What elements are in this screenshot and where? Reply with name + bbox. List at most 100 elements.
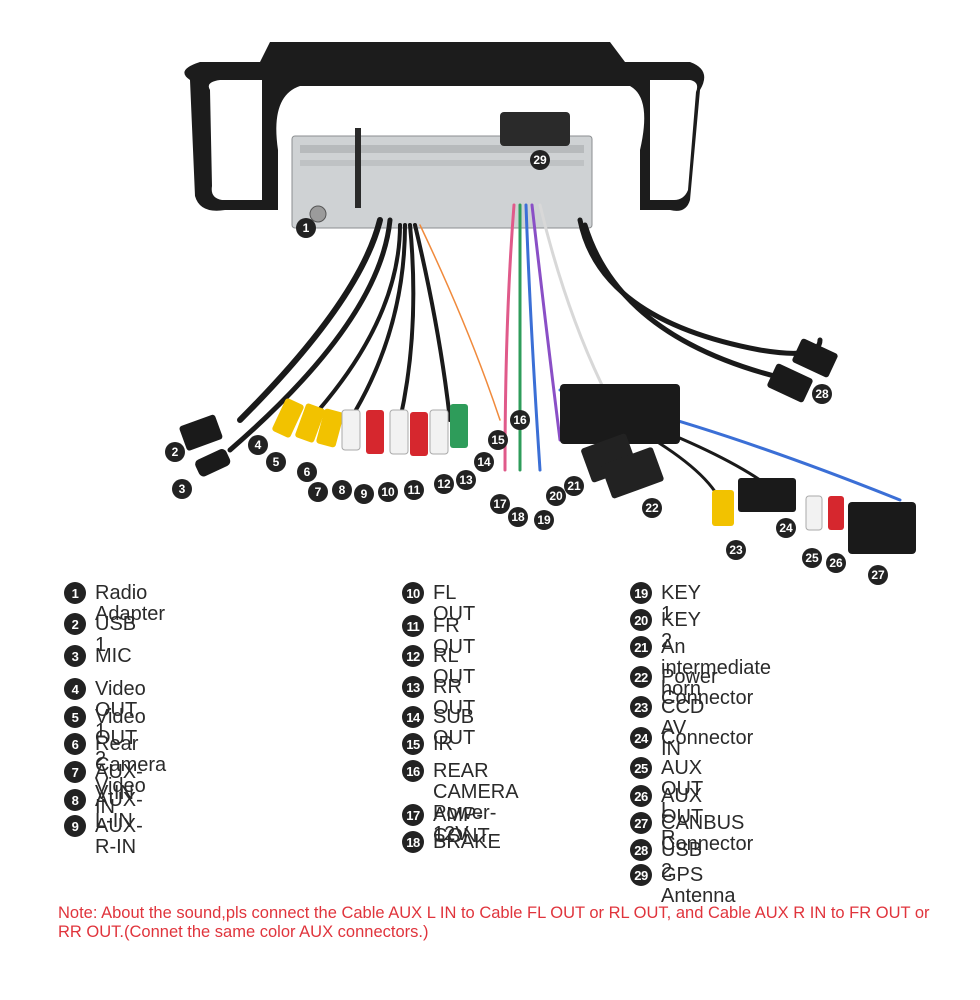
legend-number-badge: 28 [630,839,652,861]
legend-number-badge: 9 [64,815,86,837]
callout-number: 17 [493,497,507,511]
legend-label: Video OUT 1 [95,678,146,742]
legend-number-badge: 4 [64,678,86,700]
power-connector [560,384,680,499]
legend-number-badge: 1 [64,582,86,604]
legend-number-badge: 20 [630,609,652,631]
legend-item: 4 Video OUT 1 [64,678,146,742]
legend-number-badge: 3 [64,645,86,667]
legend-item: 23 CCD AV IN [630,696,705,760]
legend-label: FL OUT [433,582,476,625]
callout-circle [868,565,888,585]
callout-number: 18 [511,510,525,524]
callout-number: 10 [381,485,395,499]
legend-label: AUX OUT L [661,757,703,821]
legend-label: FR OUT [433,615,476,658]
canbus-connector [848,502,916,554]
legend-label: SUB OUT [433,706,476,749]
callout-circle [534,510,554,530]
head-unit [184,42,705,229]
legend-item: 21 An intermediate horn [630,636,772,700]
legend-label: REAR CAMERA Power-12V [433,760,519,845]
mic-connector [195,449,231,477]
legend-item: 16 REAR CAMERA Power-12V [402,760,519,845]
legend-label: CCD AV IN [661,696,705,760]
callout-circle [354,484,374,504]
callout-circle [508,507,528,527]
legend-number-badge: 17 [402,804,424,826]
callout-circle [456,470,476,490]
legend-label: AMP-CONT [433,804,490,847]
legend-label: AUX OUT R [661,785,703,849]
callout-circle [726,540,746,560]
legend-label: Radio Adapter [95,582,166,625]
callout-circle [404,480,424,500]
callout-number: 28 [815,387,829,401]
callout-number: 24 [779,521,793,535]
callout-number: 7 [315,485,322,499]
legend-number-badge: 25 [630,757,652,779]
legend-number-badge: 10 [402,582,424,604]
legend-item: 3 MIC [64,645,132,667]
callout-circle [308,482,328,502]
callout-circle [474,452,494,472]
legend-label: BRAKE [433,831,501,853]
callout-number: 25 [805,551,819,565]
callout-number: 3 [179,482,186,496]
callout-number: 12 [437,477,451,491]
callout-circle [776,518,796,538]
callout-circle [332,480,352,500]
note-text: Note: About the sound,pls connect the Ca… [58,904,930,941]
legend-number-badge: 21 [630,636,652,658]
legend-number-badge: 27 [630,812,652,834]
legend-label: An intermediate horn [661,636,772,700]
legend-number-badge: 8 [64,789,86,811]
legend-item: 5 Video OUT 2 [64,706,146,770]
callout-circle [812,384,832,404]
callout-number: 20 [549,489,563,503]
callout-circle [802,548,822,568]
usb2-connector [767,338,838,403]
legend-label: RL OUT [433,645,476,688]
legend-label: CANBUS Connector [661,812,754,855]
callout-circle [266,452,286,472]
callout-circle [165,442,185,462]
legend-number-badge: 15 [402,733,424,755]
callout-number: 22 [645,501,659,515]
callout-circle [378,482,398,502]
legend-item: 14 SUB OUT [402,706,476,749]
legend-number-badge: 29 [630,864,652,886]
legend-item: 17 AMP-CONT [402,804,490,847]
legend-label: MIC [95,645,132,667]
callout-circle [490,494,510,514]
usb1-connector [179,414,223,451]
callout-circle [642,498,662,518]
callout-number: 4 [255,438,262,452]
legend-item: 26 AUX OUT R [630,785,703,849]
legend-number-badge: 14 [402,706,424,728]
callout-circle [826,553,846,573]
legend-label: USB 1 [95,613,137,656]
legend-label: Video OUT 2 [95,706,146,770]
connector-24 [738,478,796,512]
callout-circle [530,150,550,170]
legend-item: 1 Radio Adapter [64,582,166,625]
callout-number: 26 [829,556,843,570]
rca-plugs [272,398,844,531]
legend-number-badge: 26 [630,785,652,807]
legend-label: KEY 2 [661,609,701,652]
legend-number-badge: 13 [402,676,424,698]
callout-circle [434,474,454,494]
legend-number-badge: 23 [630,696,652,718]
legend-number-badge: 5 [64,706,86,728]
legend-number-badge: 16 [402,760,424,782]
legend-number-badge: 2 [64,613,86,635]
